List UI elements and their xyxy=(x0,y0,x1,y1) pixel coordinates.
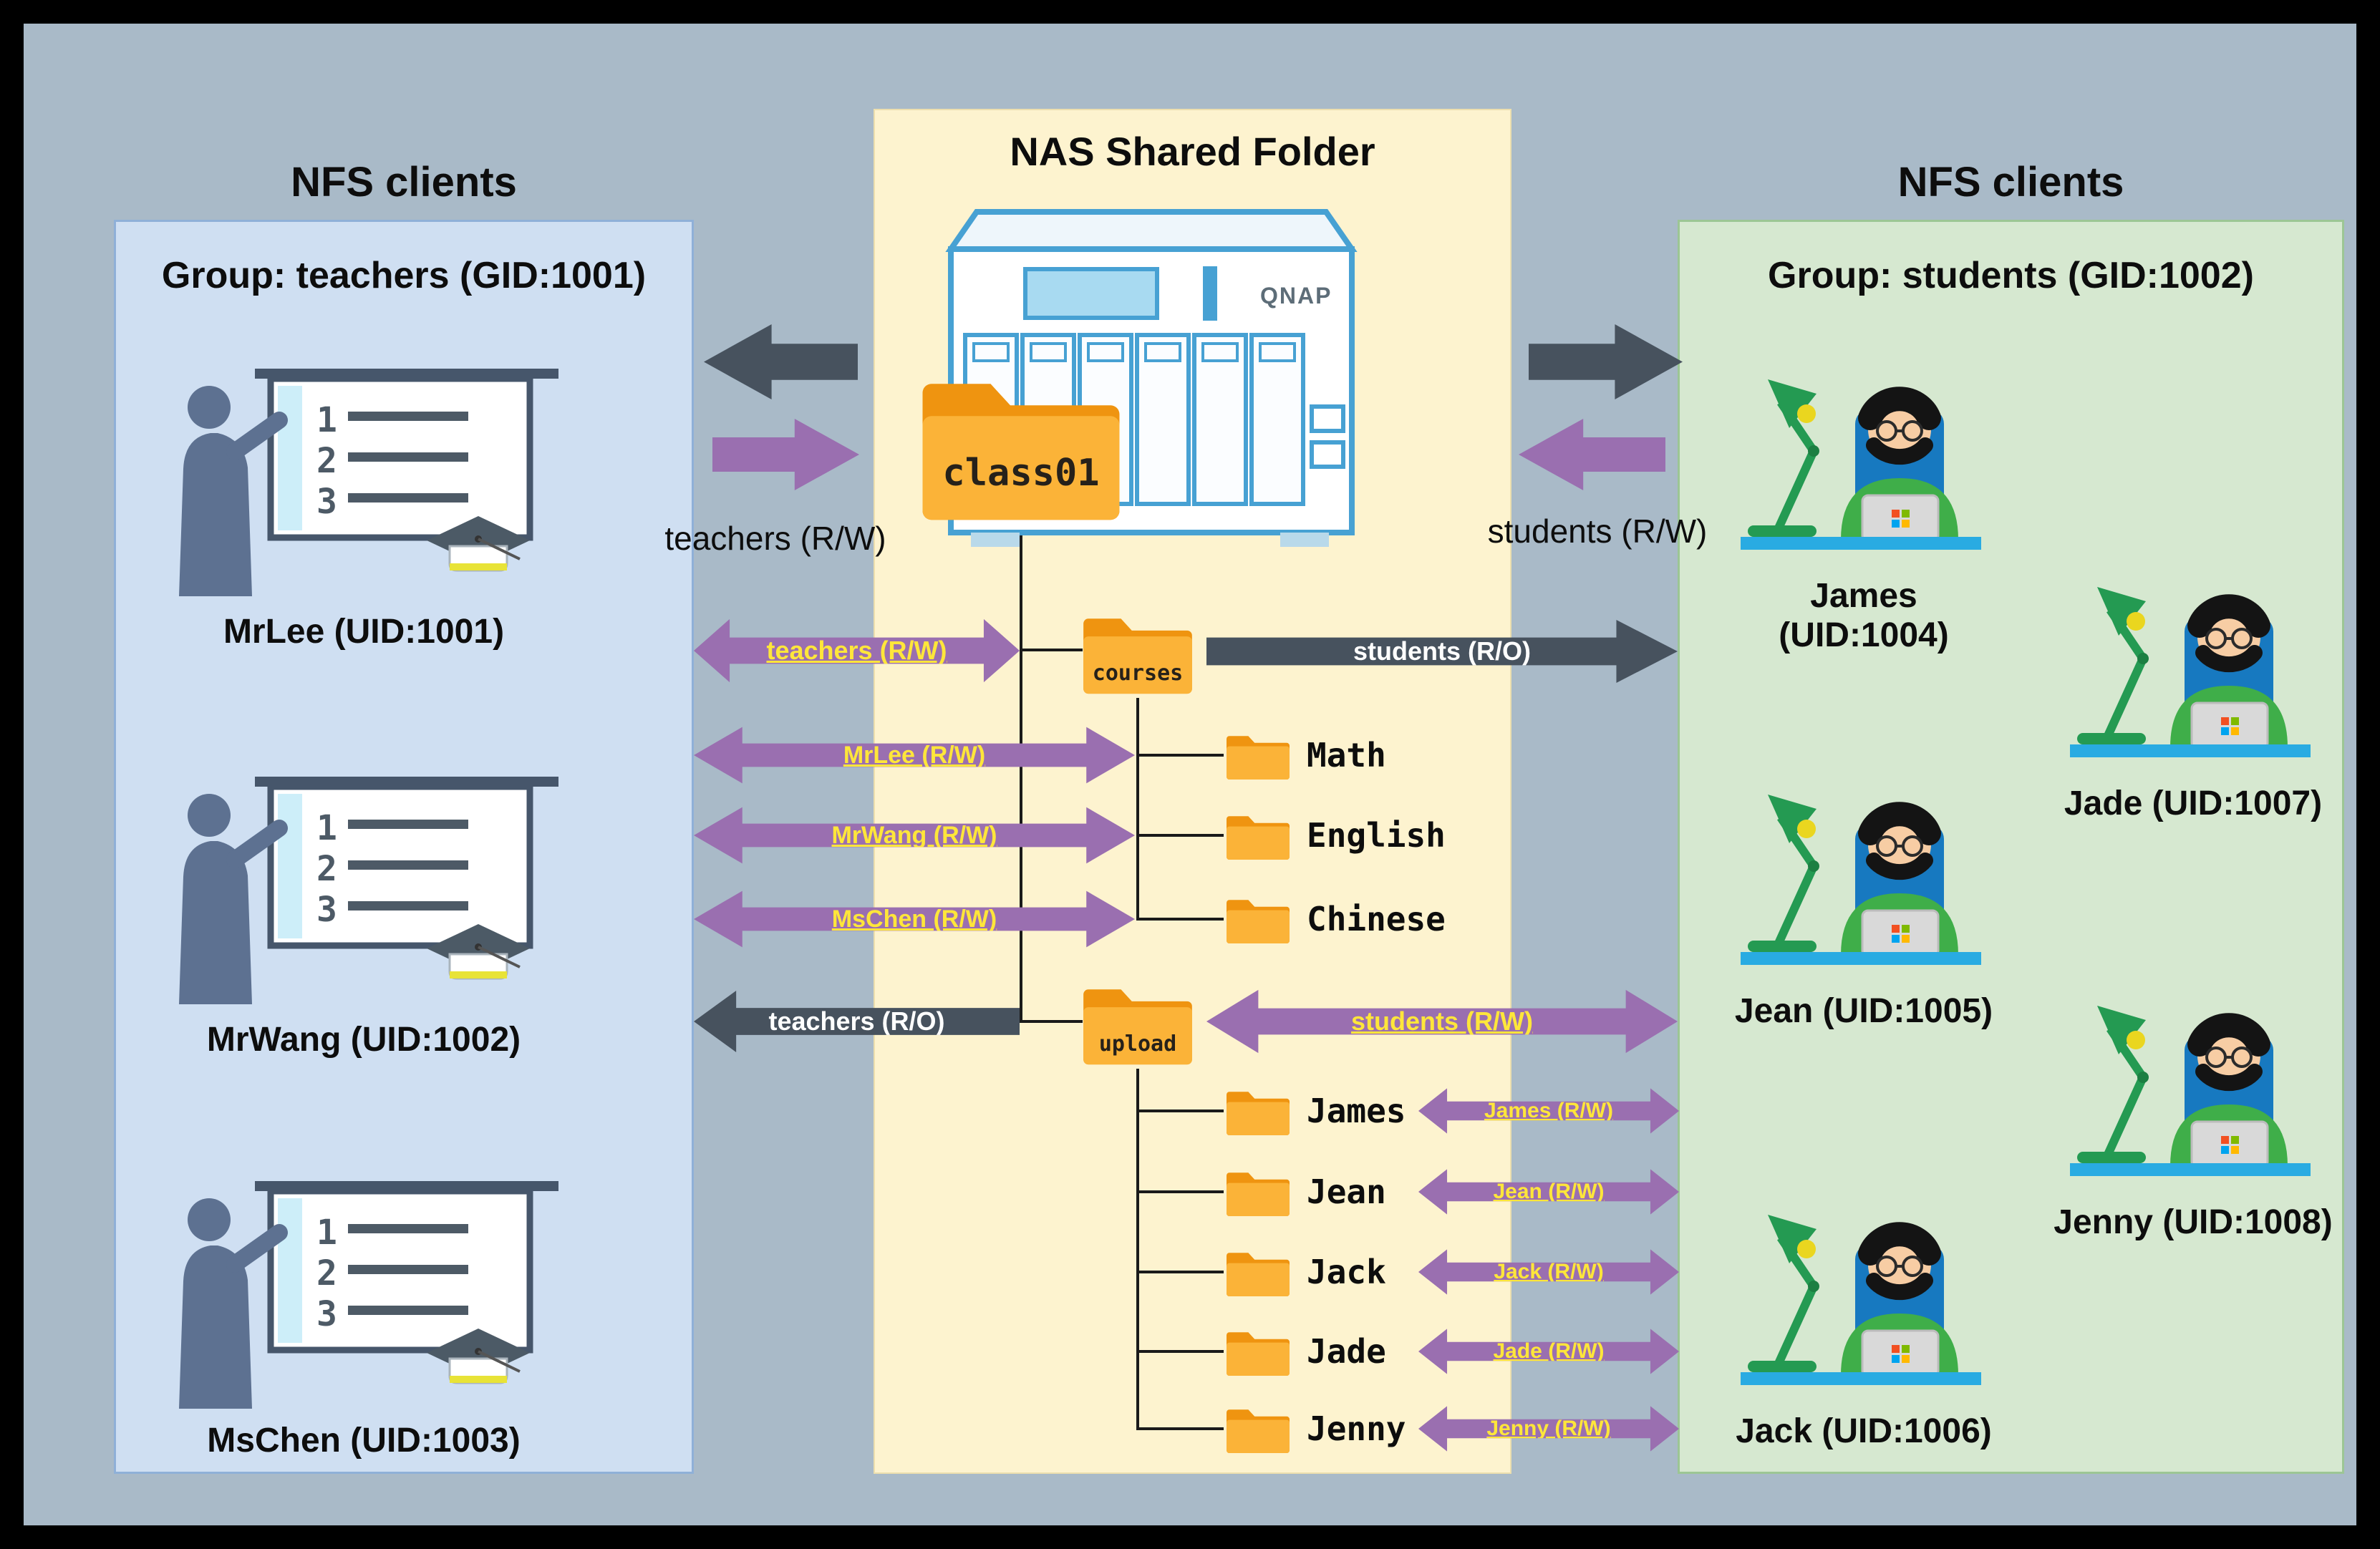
upload-teachers-ro-label: teachers (R/O) xyxy=(768,1006,945,1036)
tree-connector xyxy=(1136,698,1139,921)
folder-chinese-label: Chinese xyxy=(1307,900,1446,938)
courses-teachers-rw-label: teachers (R/W) xyxy=(766,636,947,665)
upload-students-rw-label: students (R/W) xyxy=(1351,1006,1533,1036)
tree-connector xyxy=(1136,754,1224,757)
folder-icon xyxy=(1224,1165,1292,1219)
folder-class01: class01 xyxy=(914,359,1128,529)
student-figure-icon xyxy=(1735,764,1993,979)
folder-icon xyxy=(914,359,1128,529)
student-figure-icon xyxy=(1735,1185,1993,1399)
teacher-figure-icon xyxy=(163,768,564,1004)
james-rw-label: James (R/W) xyxy=(1484,1099,1614,1122)
folder-upload-label: upload xyxy=(1098,1031,1177,1057)
mrwang-rw-label: MrWang (R/W) xyxy=(831,822,997,849)
tree-connector xyxy=(1136,1069,1139,1430)
teacher-mschen-label: MsChen (UID:1003) xyxy=(207,1422,521,1460)
nfs-permissions-diagram: NFS clients NAS Shared Folder NFS client… xyxy=(24,24,2356,1525)
tree-connector xyxy=(1020,1020,1083,1023)
folder-icon xyxy=(1224,1402,1292,1456)
folder-icon xyxy=(1224,728,1292,782)
jade-rw-label: Jade (R/W) xyxy=(1493,1339,1605,1363)
students-mount-label: students (R/W) xyxy=(1487,513,1708,550)
teachers-group-label: Group: teachers (GID:1001) xyxy=(161,255,647,296)
student-jade-label: Jade (UID:1007) xyxy=(2064,785,2323,822)
nas-panel-title: NAS Shared Folder xyxy=(1010,129,1375,174)
tree-connector xyxy=(1136,1350,1224,1353)
student-figure-icon xyxy=(2064,976,2322,1190)
folder-jenny-label: Jenny xyxy=(1307,1409,1406,1448)
teachers-write-arrow-icon xyxy=(712,419,859,490)
folder-upload: upload xyxy=(1078,976,1197,1069)
tree-connector xyxy=(1136,1190,1224,1193)
folder-icon xyxy=(1224,1324,1292,1379)
student-james-label: James (UID:1004) xyxy=(1779,577,1949,654)
tree-connector xyxy=(1136,918,1224,921)
teacher-figure-icon xyxy=(163,1172,564,1409)
mrlee-rw-label: MrLee (R/W) xyxy=(843,742,986,769)
student-jenny-label: Jenny (UID:1008) xyxy=(2054,1203,2333,1241)
mschen-rw-label: MsChen (R/W) xyxy=(831,905,997,933)
teacher-mrlee-label: MrLee (UID:1001) xyxy=(223,613,505,651)
folder-icon xyxy=(1224,1245,1292,1299)
folder-english-label: English xyxy=(1307,816,1446,855)
teachers-read-arrow-icon xyxy=(704,324,858,399)
folder-math-label: Math xyxy=(1307,736,1386,774)
teachers-mount-label: teachers (R/W) xyxy=(664,520,886,557)
folder-jade-label: Jade xyxy=(1307,1332,1386,1371)
left-panel-title: NFS clients xyxy=(291,159,517,205)
student-jack-label: Jack (UID:1006) xyxy=(1736,1412,1992,1450)
folder-icon xyxy=(1224,1084,1292,1138)
folder-class01-label: class01 xyxy=(942,452,1100,495)
students-panel xyxy=(1678,220,2344,1474)
folder-jean-label: Jean xyxy=(1307,1172,1386,1211)
student-figure-icon xyxy=(1735,349,1993,564)
student-jean-label: Jean (UID:1005) xyxy=(1734,992,1993,1030)
jean-rw-label: Jean (R/W) xyxy=(1493,1180,1605,1203)
tree-connector xyxy=(1020,525,1022,1023)
folder-jack-label: Jack xyxy=(1307,1253,1386,1291)
teacher-mrwang-label: MrWang (UID:1002) xyxy=(206,1021,521,1059)
courses-students-ro-label: students (R/O) xyxy=(1353,636,1531,666)
folder-james-label: James xyxy=(1307,1092,1406,1130)
tree-connector xyxy=(1020,649,1083,651)
students-write-arrow-icon xyxy=(1519,419,1665,490)
tree-connector xyxy=(1136,834,1224,837)
tree-connector xyxy=(1136,1271,1224,1273)
students-read-arrow-icon xyxy=(1529,324,1683,399)
student-figure-icon xyxy=(2064,557,2322,772)
folder-icon xyxy=(1224,808,1292,863)
tree-connector xyxy=(1136,1109,1224,1112)
right-panel-title: NFS clients xyxy=(1897,159,2124,205)
tree-connector xyxy=(1136,1427,1224,1430)
students-group-label: Group: students (GID:1002) xyxy=(1768,255,2254,296)
teacher-figure-icon xyxy=(163,360,564,596)
jenny-rw-label: Jenny (R/W) xyxy=(1486,1417,1611,1440)
folder-icon xyxy=(1224,892,1292,946)
folder-courses-label: courses xyxy=(1092,661,1184,686)
jack-rw-label: Jack (R/W) xyxy=(1494,1260,1604,1283)
folder-courses: courses xyxy=(1078,605,1197,699)
